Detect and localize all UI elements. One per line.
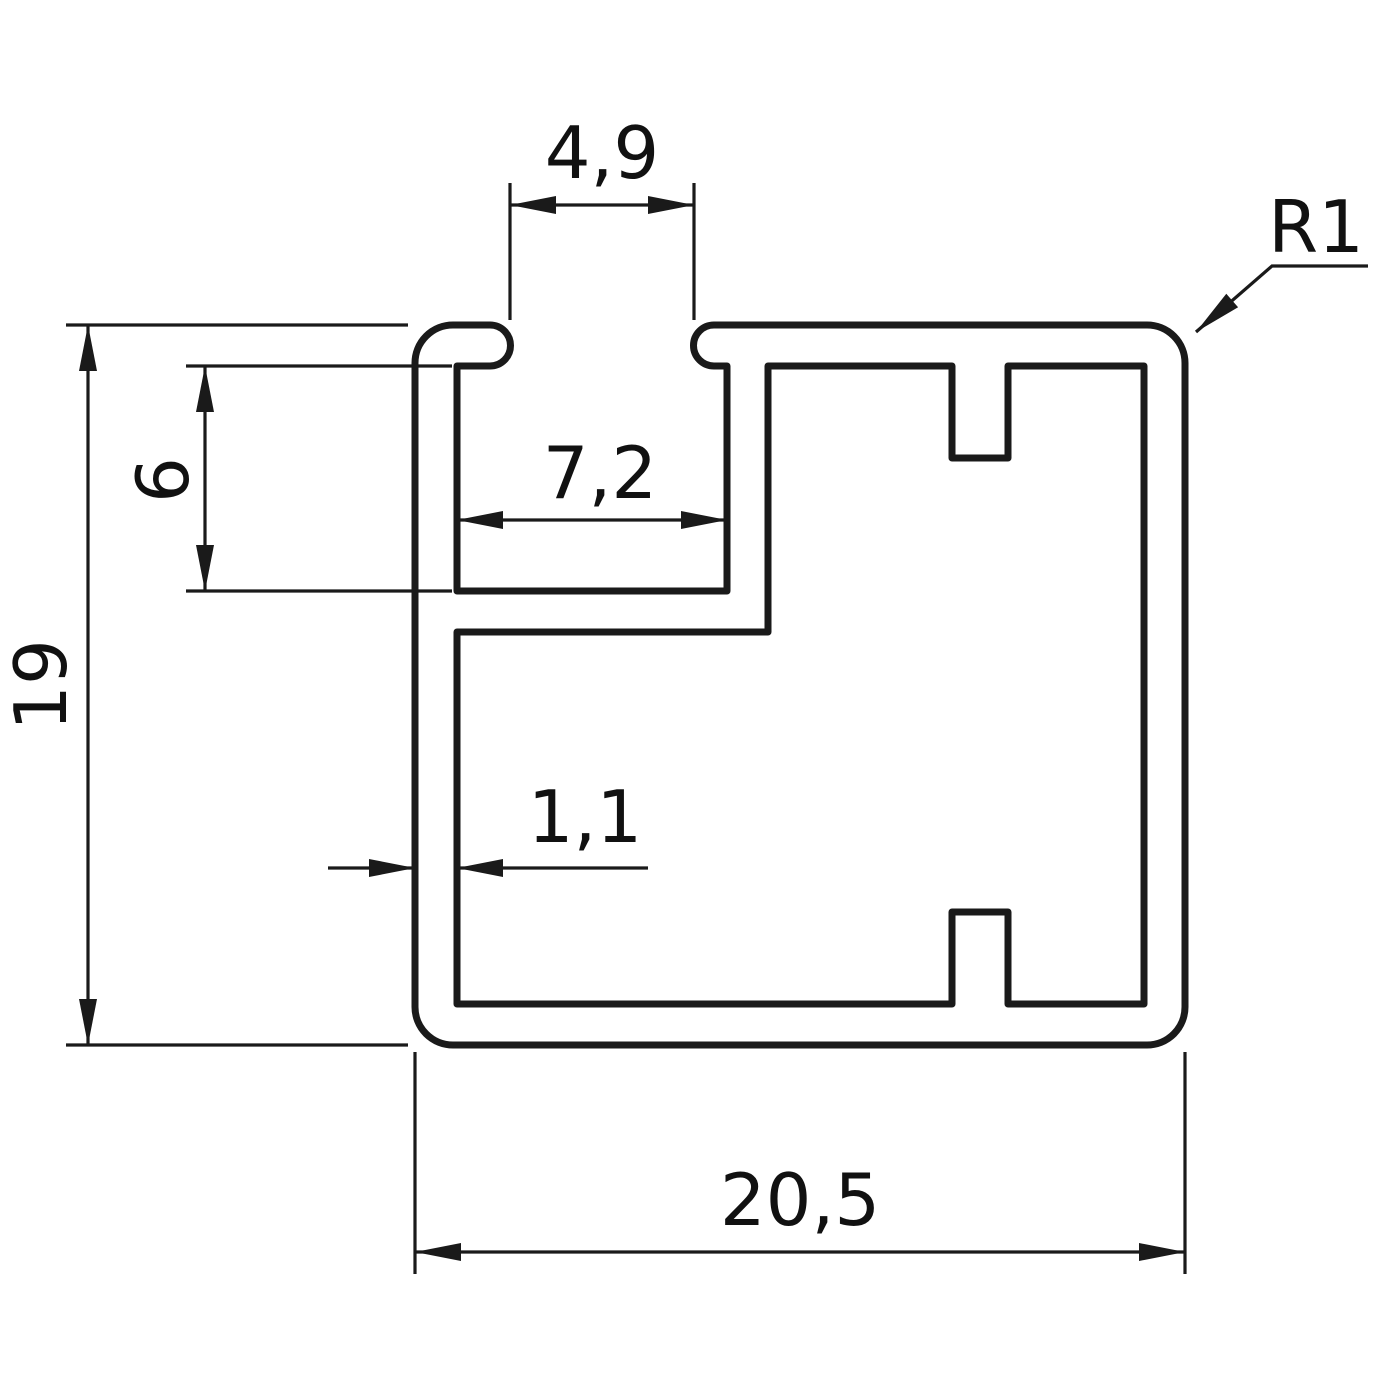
dimension-overall-height: 19 bbox=[0, 323, 408, 1047]
arrowhead bbox=[79, 325, 97, 371]
dimension-corner-radius: R1 bbox=[1194, 185, 1368, 334]
dimension-slot-inner-width: 7,2 bbox=[457, 431, 727, 529]
dim-label-overall-height: 19 bbox=[0, 639, 83, 731]
dim-label-corner-radius: R1 bbox=[1268, 185, 1364, 269]
dim-label-wall-thickness: 1,1 bbox=[528, 775, 643, 859]
arrowhead bbox=[79, 999, 97, 1045]
arrowhead bbox=[196, 366, 214, 412]
dimension-wall-thickness: 1,1 bbox=[328, 775, 648, 877]
arrowhead bbox=[196, 545, 214, 591]
arrowhead bbox=[369, 859, 415, 877]
dim-label-slot-depth: 6 bbox=[121, 457, 205, 503]
dim-label-overall-width: 20,5 bbox=[720, 1158, 880, 1242]
arrowhead bbox=[415, 1243, 461, 1261]
dim-label-slot-inner-width: 7,2 bbox=[543, 431, 658, 515]
arrowhead bbox=[457, 511, 503, 529]
profile-outer-contour bbox=[411, 321, 1189, 1049]
arrowhead bbox=[457, 859, 503, 877]
profile-inner-contour bbox=[453, 362, 1148, 1008]
dim-label-slot-opening-width: 4,9 bbox=[545, 111, 660, 195]
radius-leader-line bbox=[1194, 264, 1368, 334]
dimension-slot-depth: 6 bbox=[121, 364, 452, 593]
arrowhead bbox=[681, 511, 727, 529]
arrowhead bbox=[1139, 1243, 1185, 1261]
dimension-overall-width: 20,5 bbox=[413, 1052, 1187, 1274]
dimension-slot-opening-width: 4,9 bbox=[508, 111, 696, 320]
profile-cross-section bbox=[411, 321, 1189, 1049]
arrowhead bbox=[1196, 293, 1239, 332]
arrowhead bbox=[510, 196, 556, 214]
arrowhead bbox=[648, 196, 694, 214]
